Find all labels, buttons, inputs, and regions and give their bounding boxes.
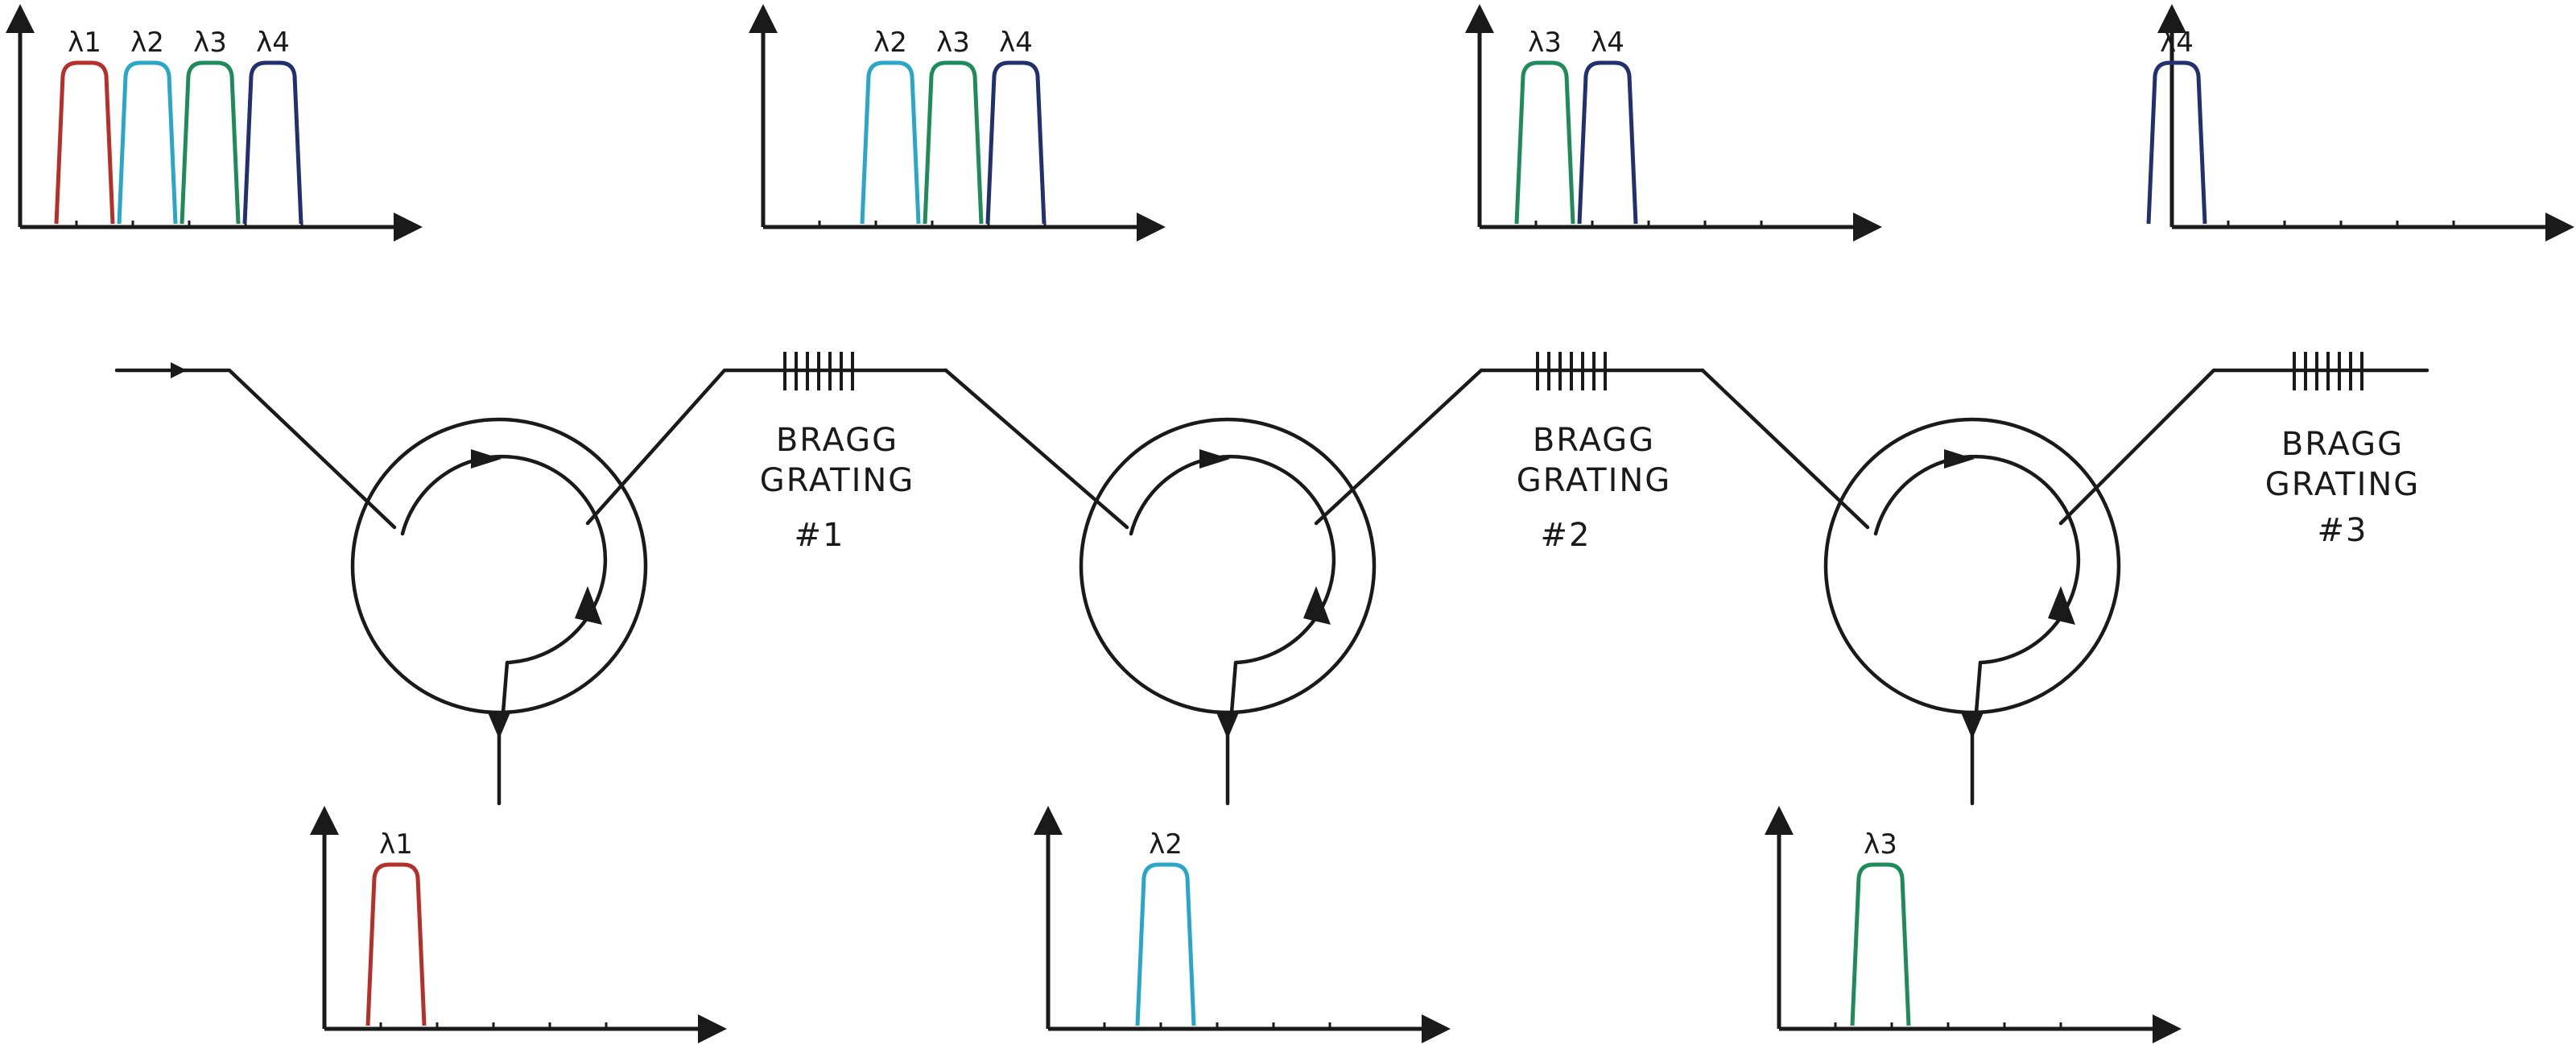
after-grating-1-spectrum-plot: λ2 λ3 λ4 (749, 4, 1166, 242)
peak-label-lambda3: λ3 (936, 27, 970, 59)
spectrum-peak-lambda4 (985, 60, 1046, 225)
peak-label-lambda4: λ4 (1591, 27, 1624, 59)
fiber-segment-5 (1700, 368, 1870, 530)
spectrum-peak-lambda2 (1135, 862, 1196, 1026)
grating-label-3: BRAGG GRATING #3 (2265, 426, 2421, 549)
y-axis-arrow-icon (1465, 4, 1494, 33)
fiber-segment-6 (2058, 368, 2429, 526)
circulator-rotation-arc (1129, 454, 1336, 715)
circulators (350, 417, 2121, 806)
spectrum-peak-lambda3 (1850, 862, 1911, 1026)
after-grating-2-spectrum-plot: λ3 λ4 (1465, 4, 1882, 242)
y-axis-arrow-icon (1765, 806, 1794, 835)
circulator-outer-ring (350, 417, 648, 715)
spectrum-peak-lambda4 (1577, 60, 1638, 225)
peak-label-lambda2: λ2 (130, 27, 164, 59)
circulator-3 (1823, 417, 2121, 806)
circulator-1 (350, 417, 648, 806)
grating-2-number: #2 (1541, 517, 1591, 554)
spectrum-peak-lambda3 (1514, 60, 1575, 225)
x-axis-arrow-icon (1853, 213, 1882, 242)
drop-1-spectrum-plot: λ1 (310, 806, 727, 1043)
peak-label-lambda2: λ2 (1149, 828, 1183, 861)
x-axis-arrow-icon (394, 213, 423, 242)
grating-1-number: #1 (795, 517, 845, 554)
spectrum-peak-lambda3 (180, 60, 241, 225)
drop-3-spectrum-plot: λ3 (1765, 806, 2182, 1043)
grating-label-1: BRAGG GRATING #1 (760, 422, 915, 554)
fiber-segment-3 (943, 368, 1129, 530)
x-axis-arrow-icon (2545, 213, 2574, 242)
drop-arrow-icon (1961, 712, 1984, 739)
y-axis-arrow-icon (2157, 4, 2186, 33)
spectrum-peak-lambda1 (54, 60, 115, 225)
y-axis-arrow-icon (1034, 806, 1063, 835)
grating-1-line1: BRAGG (776, 422, 898, 459)
peak-label-lambda3: λ3 (193, 27, 227, 59)
y-axis-arrow-icon (310, 806, 339, 835)
grating-3-number: #3 (2318, 512, 2368, 549)
rotation-arrow-icon (1944, 449, 1975, 469)
x-axis-arrow-icon (2153, 1014, 2182, 1043)
after-grating-3-spectrum-plot: λ4 (2146, 4, 2574, 242)
rotation-arrow-icon (1199, 449, 1230, 469)
grating-3-line1: BRAGG (2281, 426, 2404, 463)
input-spectrum-plot: λ1 λ2 λ3 λ4 (6, 4, 423, 242)
spectrum-peak-lambda4 (2146, 60, 2207, 225)
x-axis-arrow-icon (698, 1014, 727, 1043)
peak-label-lambda1: λ1 (68, 27, 101, 59)
circulator-outer-ring (1823, 417, 2121, 715)
circulator-rotation-arc (1873, 454, 2081, 715)
rotation-arrow-icon (2048, 586, 2075, 625)
circulator-2 (1079, 417, 1377, 806)
fiber-segment-1 (183, 368, 397, 530)
x-axis-arrow-icon (1422, 1014, 1451, 1043)
y-axis-arrow-icon (749, 4, 778, 33)
peak-label-lambda2: λ2 (873, 27, 907, 59)
peak-label-lambda3: λ3 (1864, 828, 1897, 861)
y-axis-arrow-icon (6, 4, 35, 33)
peak-label-lambda4: λ4 (999, 27, 1033, 59)
fiber-segment-2 (585, 368, 948, 526)
spectrum-peak-lambda3 (923, 60, 984, 225)
rotation-arrow-icon (471, 449, 502, 469)
drop-arrow-icon (488, 712, 510, 739)
rotation-arrow-icon (1303, 586, 1331, 625)
drop-2-spectrum-plot: λ2 (1034, 806, 1451, 1043)
grating-label-2: BRAGG GRATING #2 (1517, 422, 1672, 554)
spectrum-peak-lambda2 (860, 60, 921, 225)
bragg-grating-ticks (783, 352, 2363, 390)
fiber-path (114, 362, 2429, 530)
rotation-arrow-icon (575, 586, 602, 625)
spectrum-peak-lambda2 (117, 60, 178, 225)
peak-label-lambda1: λ1 (379, 828, 413, 861)
peak-label-lambda3: λ3 (1528, 27, 1562, 59)
peak-label-lambda4: λ4 (256, 27, 290, 59)
peak-label-lambda4: λ4 (2160, 27, 2194, 59)
grating-2-line1: BRAGG (1533, 422, 1655, 459)
circulator-rotation-arc (400, 454, 608, 715)
drop-arrow-icon (1216, 712, 1239, 739)
circulator-outer-ring (1079, 417, 1377, 715)
spectrum-peak-lambda1 (365, 862, 427, 1026)
grating-2-line2: GRATING (1517, 462, 1672, 499)
x-axis-arrow-icon (1137, 213, 1166, 242)
grating-3-line2: GRATING (2265, 466, 2421, 503)
grating-1-line2: GRATING (760, 462, 915, 499)
fiber-segment-4 (1314, 368, 1705, 526)
spectrum-peak-lambda4 (242, 60, 303, 225)
